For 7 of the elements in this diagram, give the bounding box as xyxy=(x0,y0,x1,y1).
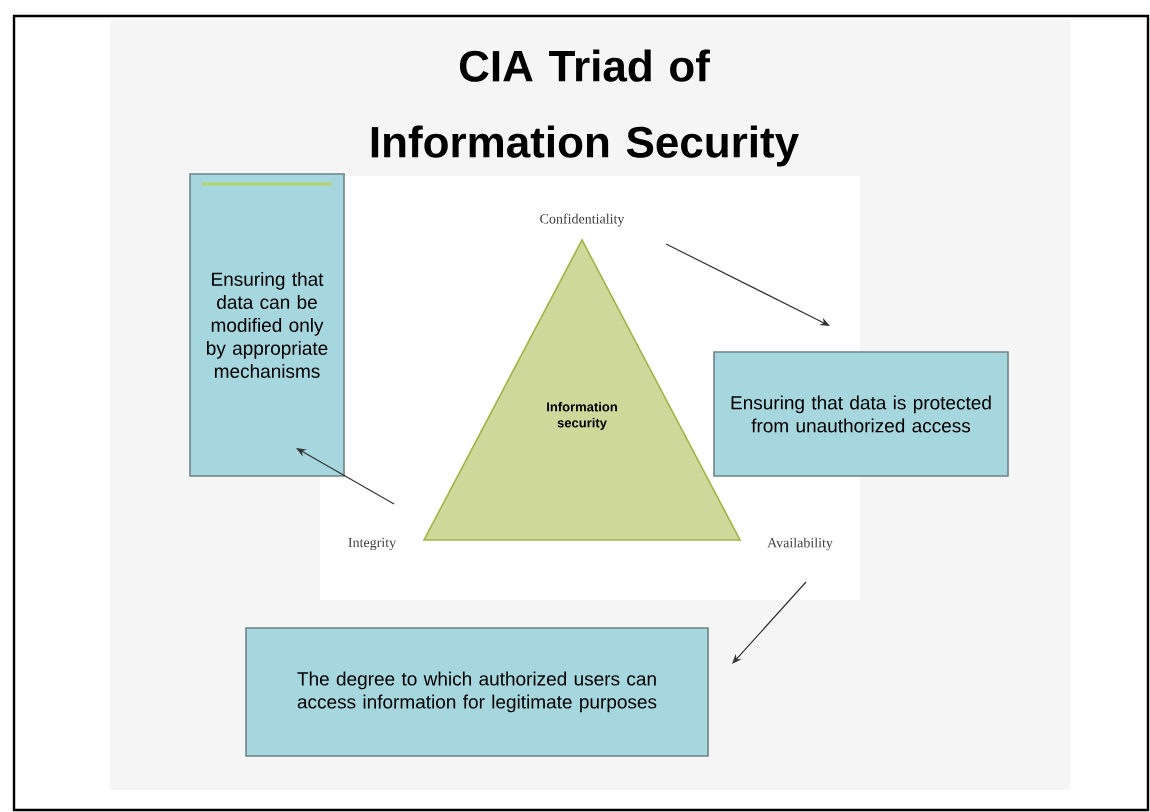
arrow xyxy=(732,581,807,664)
arrow xyxy=(665,243,830,326)
description-box: The degree to which authorized users can access information for legitimate purposes xyxy=(245,627,709,757)
description-box: Ensuring that data can be modified only by appropriate mechanisms xyxy=(189,173,345,477)
arrow xyxy=(296,448,395,505)
title: CIA Triad of Information Security xyxy=(371,49,799,167)
description-box: Ensuring that data is protected from unauthorized access xyxy=(713,351,1009,477)
